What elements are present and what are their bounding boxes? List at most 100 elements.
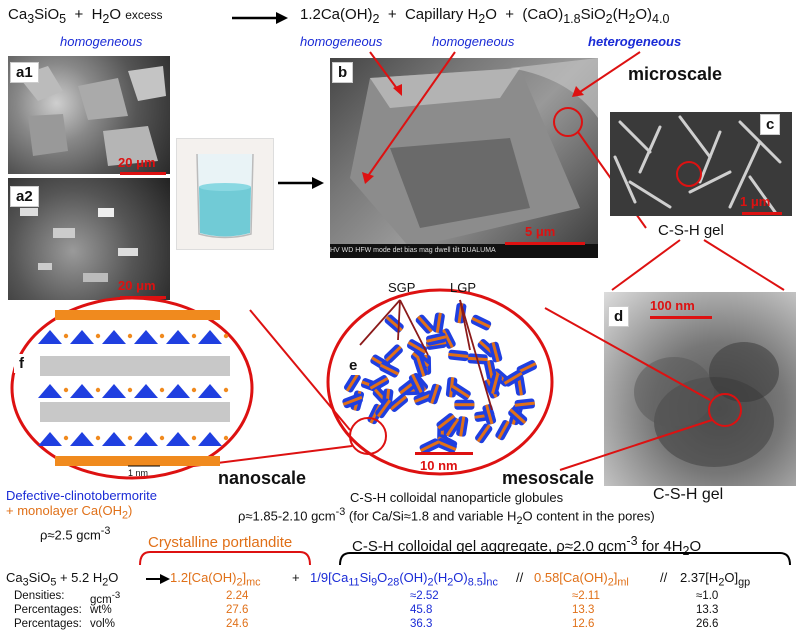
zoom-circle-e <box>349 417 387 455</box>
arrow-heterogeneous <box>579 51 641 93</box>
nanoparticle <box>406 339 428 356</box>
calcium-atom <box>63 387 69 393</box>
table-cell: 26.6 <box>696 618 719 630</box>
nanoparticle <box>379 361 400 378</box>
table-row-unit: wt% <box>90 604 112 616</box>
tetrahedra <box>38 330 229 446</box>
particles-a2 <box>20 208 138 282</box>
portlandite-label: Crystalline portlandite <box>148 534 293 551</box>
table-row-unit: vol% <box>90 618 115 630</box>
panel-label-e: e <box>344 356 363 375</box>
scalebar-a1 <box>120 172 166 175</box>
nanoparticle <box>448 349 469 362</box>
nanoparticle <box>450 383 471 401</box>
nanoparticle <box>413 390 435 406</box>
bottom-term-monolayer: 0.58[Ca(OH)2]ml <box>534 570 629 589</box>
bottom-arrow <box>146 574 170 584</box>
table-cell: 12.6 <box>572 618 595 630</box>
bottom-term-clino: 1/9[Ca11Si9O28(OH)2(H2O)8.5]nc <box>310 570 498 589</box>
table-cell: 27.6 <box>226 604 249 616</box>
scalebar-d <box>650 316 712 319</box>
scalebar-b <box>505 242 585 245</box>
csh-gel-label-d: C-S-H gel <box>653 486 724 503</box>
nanoparticle <box>384 344 403 364</box>
nanoparticle <box>419 438 440 455</box>
lgp-label: LGP <box>450 280 477 295</box>
nanoparticle <box>413 356 428 377</box>
crystal-b <box>350 58 598 248</box>
calcium-atom <box>63 333 69 339</box>
table-row-unit: gcm-3 <box>90 590 121 606</box>
scalebar-label-f: 1 nm <box>128 468 149 478</box>
arrow-homogeneous-2 <box>367 51 456 177</box>
calcium-atom <box>159 435 165 441</box>
zoom-line-d-e-top <box>544 307 711 401</box>
table-row-label: Percentages: <box>14 604 82 616</box>
table-row-label: Densities: <box>14 590 65 602</box>
nanoparticle <box>514 398 535 410</box>
scalebar-label-c: 1 μm <box>740 194 771 209</box>
silicate-tetrahedron <box>102 384 126 398</box>
scalebar-label-b: 5 μm <box>525 224 556 239</box>
globules-line2: ρ≈1.85-2.10 gcm-3 (for Ca/Si≈1.8 and var… <box>238 506 655 527</box>
tem-image-d <box>604 292 796 486</box>
scalebar-label-e: 10 nm <box>420 458 458 473</box>
aggregate-label: C-S-H colloidal gel aggregate, ρ≈2.0 gcm… <box>352 534 702 558</box>
nanoparticle <box>516 360 537 376</box>
reactants: Ca3SiO5 + H2O excess <box>8 6 163 26</box>
nanoparticle <box>508 406 528 426</box>
silicate-tetrahedron <box>38 330 62 344</box>
nanoscale-label: nanoscale <box>218 468 307 488</box>
scalebar-label-a1: 20 μm <box>118 155 156 170</box>
table-cell: 36.3 <box>410 618 433 630</box>
arrow-homogeneous-1 <box>369 51 399 91</box>
calcium-atom <box>191 333 197 339</box>
clino-label: Defective-clinotobermorite + monolayer C… <box>6 488 157 542</box>
microscale-label: microscale <box>628 64 723 84</box>
bracket-aggregate <box>339 552 791 566</box>
silicate-tetrahedron <box>198 384 222 398</box>
nanoparticle <box>488 373 502 395</box>
nanoparticle <box>436 437 457 454</box>
table-cell: ≈1.0 <box>696 590 719 602</box>
clino-line1: Defective-clinotobermorite <box>6 488 158 503</box>
panel-label-d: d <box>608 306 630 327</box>
nanoparticle <box>344 372 361 393</box>
pore-arrows <box>359 299 493 411</box>
mesoscale-label: mesoscale <box>502 468 595 488</box>
silicate-tetrahedron <box>134 330 158 344</box>
needles-c <box>613 115 782 214</box>
nanoparticle <box>444 417 462 438</box>
clino-line2: + monolayer Ca(OH2) <box>6 503 133 522</box>
calcium-atom <box>95 333 101 339</box>
calcium-atom <box>191 435 197 441</box>
silicate-tetrahedron <box>70 384 94 398</box>
scalebar-c <box>742 212 782 215</box>
table-cell: 45.8 <box>410 604 433 616</box>
heterogeneous-label: heterogeneous <box>588 34 682 49</box>
sgp-label: SGP <box>388 280 416 295</box>
clino-density: ρ≈2.5 gcm-3 <box>40 524 111 542</box>
silicate-tetrahedron <box>198 330 222 344</box>
silicate-tetrahedron <box>102 432 126 446</box>
table-row-label: Percentages: <box>14 618 82 630</box>
panel-label-a1: a1 <box>10 62 39 83</box>
bottom-equation-lhs: Ca3SiO5 + 5.2 H2O <box>6 570 119 589</box>
homogeneous-label-1: homogeneous <box>60 34 143 49</box>
calcium-atom <box>95 387 101 393</box>
particles-a1 <box>18 66 166 166</box>
scalebar-label-d: 100 nm <box>650 298 695 313</box>
calcium-atom <box>223 435 229 441</box>
bottom-sep2: // <box>660 570 668 585</box>
nanoparticle <box>408 373 425 394</box>
nanoparticle <box>388 393 409 413</box>
bottom-plus: + <box>292 570 300 585</box>
calcium-atom <box>127 333 133 339</box>
calcium-atom <box>223 333 229 339</box>
table-cell: 24.6 <box>226 618 249 630</box>
table-cell: 13.3 <box>696 604 719 616</box>
silicate-tetrahedron <box>70 432 94 446</box>
calcium-atom <box>223 387 229 393</box>
